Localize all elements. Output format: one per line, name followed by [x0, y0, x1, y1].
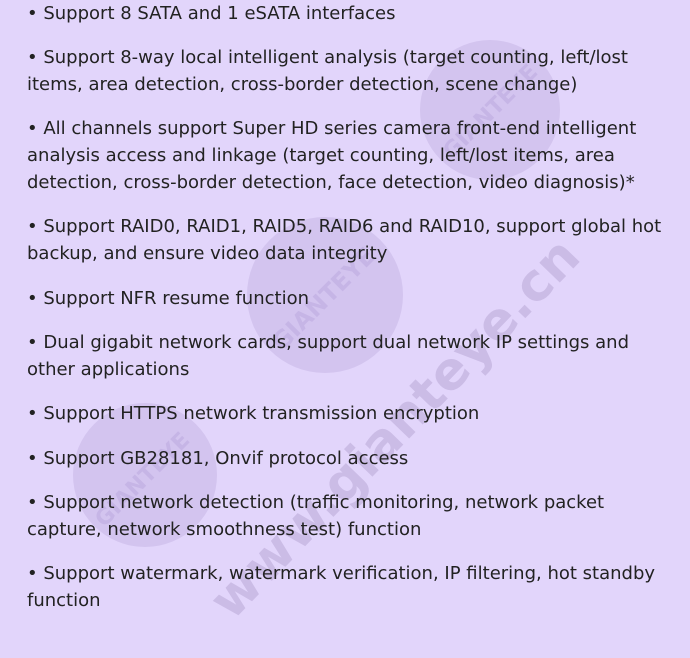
feature-https: • Support HTTPS network transmission enc… — [27, 403, 480, 424]
feature-gb28181: • Support GB28181, Onvif protocol access — [27, 448, 409, 469]
feature-watermark: • Support watermark, watermark verificat… — [27, 563, 656, 611]
feature-front-end-analysis: • All channels support Super HD series c… — [27, 118, 637, 193]
feature-intelligent-analysis: • Support 8-way local intelligent analys… — [27, 47, 628, 95]
feature-dual-network: • Dual gigabit network cards, support du… — [27, 332, 630, 380]
feature-nfr: • Support NFR resume function — [27, 288, 309, 309]
feature-sata: • Support 8 SATA and 1 eSATA interfaces — [27, 3, 396, 24]
feature-network-detection: • Support network detection (traffic mon… — [27, 492, 605, 540]
feature-raid: • Support RAID0, RAID1, RAID5, RAID6 and… — [27, 216, 662, 264]
